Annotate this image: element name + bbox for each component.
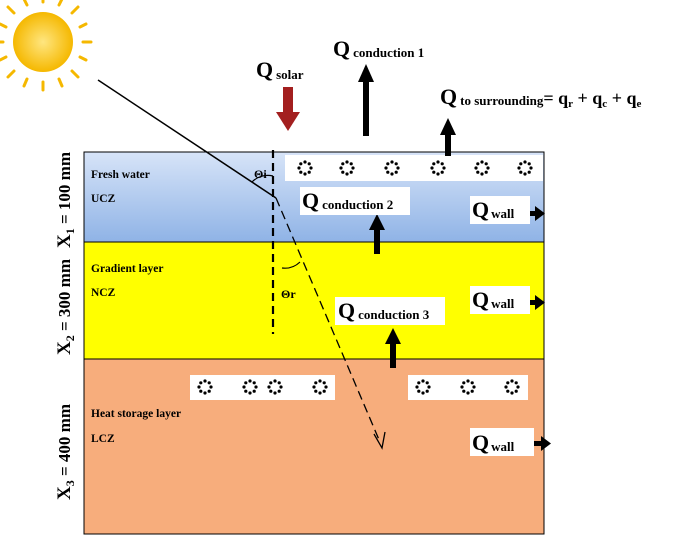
layer-ucz-zone: UCZ xyxy=(91,193,116,205)
incident-ray xyxy=(97,79,277,199)
sun-icon xyxy=(0,0,93,92)
angle-incident-label: Θi xyxy=(254,167,267,181)
convection-boxes-ucz xyxy=(285,155,543,181)
dimension-x1-label: X1 = 100 mm xyxy=(54,152,77,248)
wall-arrow-ucz xyxy=(528,206,545,221)
solar-arrow xyxy=(276,87,300,131)
convection-boxes-lcz-left xyxy=(190,375,335,400)
refracted-ray xyxy=(275,197,381,443)
angle-arc-incident xyxy=(251,174,274,183)
layer-ncz-zone: NCZ xyxy=(91,287,116,299)
dimension-x3-label: X3 = 400 mm xyxy=(54,404,77,500)
wall-arrow-ncz xyxy=(528,295,545,310)
layer-ucz-title: Fresh water xyxy=(91,169,150,181)
conduction-2-arrow xyxy=(369,214,385,254)
angle-refracted-label: Θr xyxy=(281,287,296,301)
conduction-3-arrow xyxy=(385,328,401,368)
layer-ncz-title: Gradient layer xyxy=(91,263,164,275)
conduction-1-arrow xyxy=(358,64,374,136)
convection-boxes-lcz-right xyxy=(408,375,528,400)
wall-arrow-lcz xyxy=(534,436,551,451)
layer-lcz-zone: LCZ xyxy=(91,433,115,445)
dimension-x2-label: X2 = 300 mm xyxy=(54,259,77,355)
layer-lcz-title: Heat storage layer xyxy=(91,408,181,420)
surrounding-arrow xyxy=(440,118,456,156)
angle-arc-refracted xyxy=(281,261,301,269)
refracted-ray-arrowhead xyxy=(373,431,386,450)
